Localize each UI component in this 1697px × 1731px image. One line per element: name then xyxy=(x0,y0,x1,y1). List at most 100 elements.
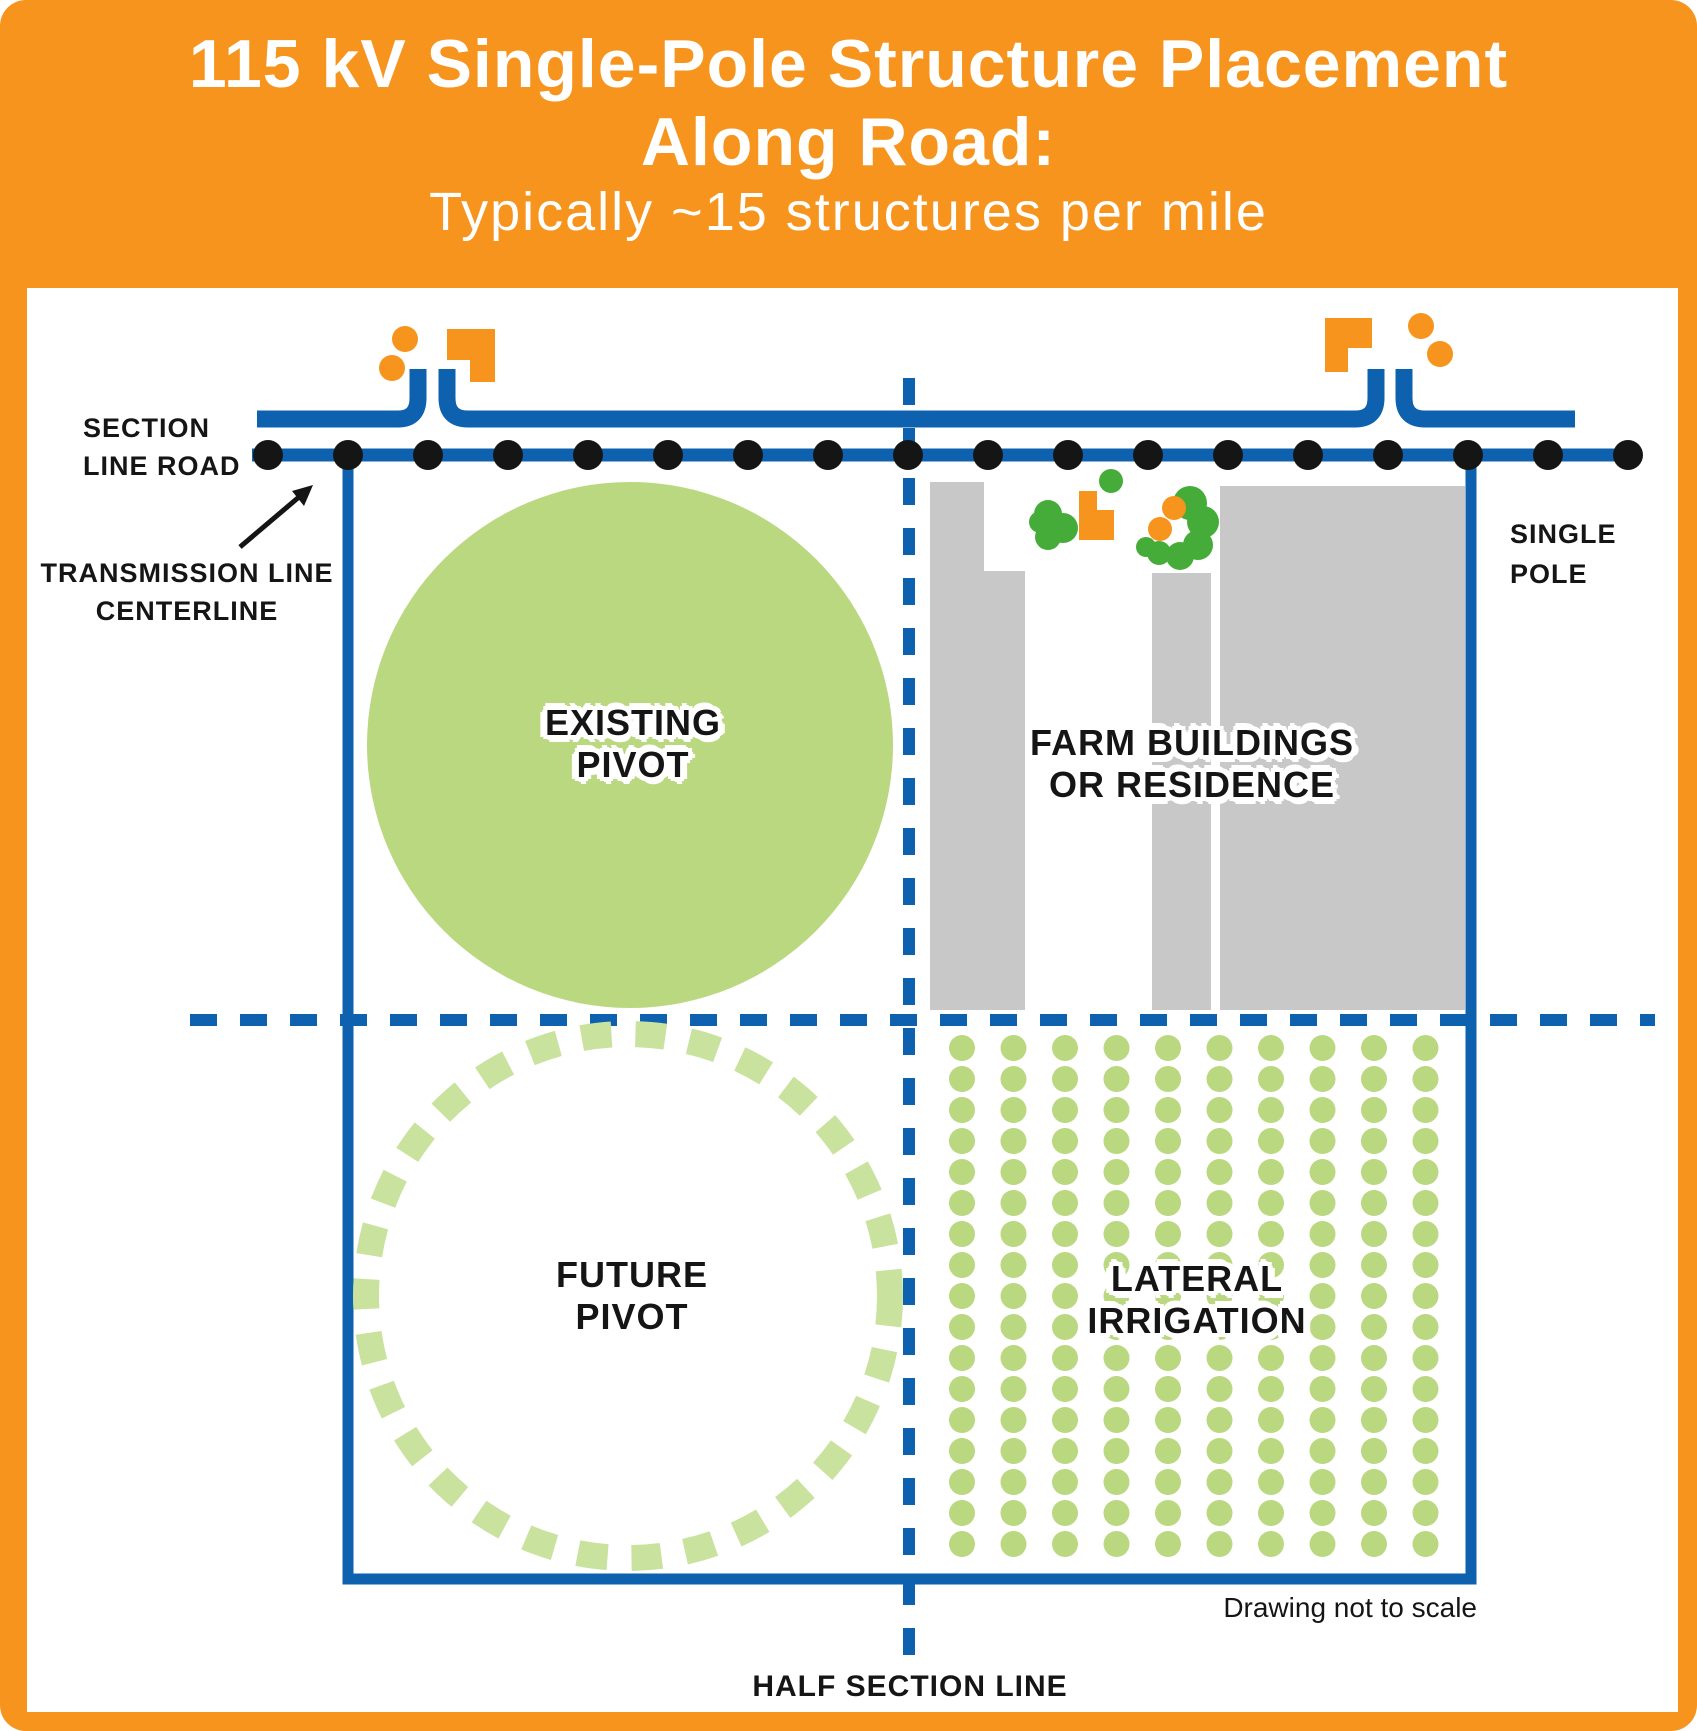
irrigation-dot xyxy=(1000,1252,1027,1278)
farm-building-1 xyxy=(930,482,1025,1010)
irrigation-dot xyxy=(1361,1283,1387,1309)
irrigation-dot xyxy=(1309,1128,1336,1154)
irrigation-dot xyxy=(949,1500,975,1526)
single-pole-dot xyxy=(893,440,923,470)
single-pole-dot xyxy=(253,440,283,470)
irrigation-dot xyxy=(1412,1500,1439,1526)
single-pole-dot xyxy=(573,440,603,470)
single-pole-dot xyxy=(733,440,763,470)
irrigation-dot xyxy=(1258,1066,1284,1092)
irrigation-dot xyxy=(1412,1190,1439,1216)
irrigation-dot xyxy=(949,1531,975,1557)
irrigation-dot xyxy=(1155,1097,1181,1123)
irrigation-dot xyxy=(1155,1221,1181,1247)
page-title-line1: 115 kV Single-Pole Structure Placement xyxy=(188,26,1509,102)
irrigation-dot xyxy=(1000,1531,1027,1557)
irrigation-dot xyxy=(949,1469,975,1495)
irrigation-dot xyxy=(1309,1438,1336,1464)
roadside-structure xyxy=(1427,341,1453,367)
irrigation-dot xyxy=(1103,1376,1130,1402)
irrigation-dot xyxy=(1000,1438,1027,1464)
irrigation-dot xyxy=(1361,1097,1387,1123)
irrigation-dot xyxy=(1103,1128,1130,1154)
single-pole-dot xyxy=(1133,440,1163,470)
irrigation-dot xyxy=(1103,1252,1130,1278)
irrigation-dot xyxy=(1258,1221,1284,1247)
irrigation-dot xyxy=(1309,1531,1336,1557)
irrigation-dot xyxy=(1412,1128,1439,1154)
irrigation-dot xyxy=(1361,1066,1387,1092)
irrigation-dot xyxy=(1258,1345,1284,1371)
existing-pivot-label: EXISTING PIVOT xyxy=(545,702,721,786)
single-pole-label-line1: SINGLE xyxy=(1510,519,1617,549)
irrigation-dot xyxy=(1155,1469,1181,1495)
irrigation-dot xyxy=(1103,1438,1130,1464)
transmission-centerline-label-line2: CENTERLINE xyxy=(95,596,279,626)
irrigation-dot xyxy=(1206,1500,1233,1526)
transmission-centerline-label: TRANSMISSION LINE CENTERLINE xyxy=(40,554,333,630)
irrigation-dot xyxy=(1206,1190,1233,1216)
irrigation-dot xyxy=(1258,1190,1284,1216)
irrigation-dot xyxy=(1309,1066,1336,1092)
irrigation-dot xyxy=(1258,1469,1284,1495)
irrigation-dot xyxy=(1052,1035,1078,1061)
lateral-irrigation-label-line2: IRRIGATION xyxy=(1087,1300,1307,1341)
irrigation-dot xyxy=(1052,1159,1078,1185)
irrigation-dot xyxy=(1361,1500,1387,1526)
irrigation-dot xyxy=(1258,1283,1284,1309)
irrigation-dot xyxy=(1206,1314,1233,1340)
roadside-structure xyxy=(379,355,405,381)
irrigation-dot xyxy=(1361,1314,1387,1340)
irrigation-dot xyxy=(949,1190,975,1216)
irrigation-dot xyxy=(1412,1252,1439,1278)
frame-right-border xyxy=(1678,287,1697,1731)
irrigation-dot xyxy=(1361,1190,1387,1216)
single-pole-dot xyxy=(813,440,843,470)
irrigation-dot xyxy=(1052,1407,1078,1433)
single-pole-dot xyxy=(493,440,523,470)
tree-icon xyxy=(1136,537,1156,557)
section-line-road-label-line2: LINE ROAD xyxy=(83,451,241,481)
irrigation-dot xyxy=(1052,1314,1078,1340)
farm-building-2 xyxy=(1152,573,1211,1010)
irrigation-dot xyxy=(949,1345,975,1371)
irrigation-dot xyxy=(1206,1252,1233,1278)
irrigation-dot xyxy=(1258,1531,1284,1557)
irrigation-dot xyxy=(1000,1066,1027,1092)
irrigation-dot xyxy=(1412,1345,1439,1371)
irrigation-dot xyxy=(1309,1407,1336,1433)
arrow-head xyxy=(292,485,313,506)
irrigation-dot xyxy=(1155,1500,1181,1526)
irrigation-dot xyxy=(949,1128,975,1154)
single-pole-label-line2: POLE xyxy=(1510,559,1588,589)
not-to-scale-note: Drawing not to scale xyxy=(1223,1592,1477,1623)
irrigation-dot xyxy=(1309,1252,1336,1278)
irrigation-dot xyxy=(1155,1159,1181,1185)
single-pole-dot xyxy=(653,440,683,470)
irrigation-dot xyxy=(1052,1066,1078,1092)
irrigation-dot xyxy=(949,1097,975,1123)
future-pivot-label-line1: FUTURE xyxy=(556,1254,708,1295)
irrigation-dot xyxy=(1052,1128,1078,1154)
irrigation-dot xyxy=(1206,1469,1233,1495)
irrigation-dot xyxy=(1309,1376,1336,1402)
irrigation-dot xyxy=(1000,1221,1027,1247)
irrigation-dot xyxy=(1000,1407,1027,1433)
irrigation-dot xyxy=(1155,1407,1181,1433)
irrigation-dot xyxy=(949,1283,975,1309)
future-pivot-label-line2: PIVOT xyxy=(575,1296,689,1337)
single-pole-dot xyxy=(1453,440,1483,470)
irrigation-dot xyxy=(1103,1407,1130,1433)
tree-icon xyxy=(1099,469,1123,493)
irrigation-dot xyxy=(1155,1314,1181,1340)
irrigation-dot xyxy=(1103,1345,1130,1371)
irrigation-dot xyxy=(1155,1035,1181,1061)
farm-building-3 xyxy=(1220,486,1465,1010)
irrigation-dot xyxy=(1103,1531,1130,1557)
irrigation-dot xyxy=(1412,1097,1439,1123)
section-line-road-segment xyxy=(1395,369,1575,428)
irrigation-dot xyxy=(1361,1252,1387,1278)
tree-icon xyxy=(1166,542,1194,570)
irrigation-dot xyxy=(1206,1035,1233,1061)
